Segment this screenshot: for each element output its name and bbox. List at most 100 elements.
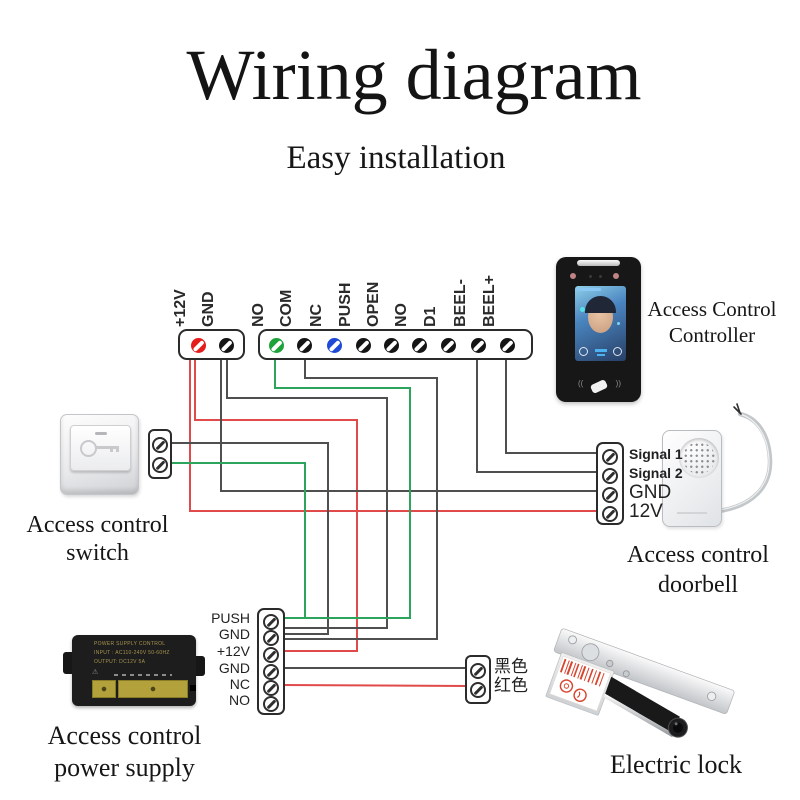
doorbell-wire xyxy=(716,411,773,514)
doorbell-screw-signal2 xyxy=(602,468,618,484)
switch-label: Access control switch xyxy=(26,512,169,566)
psu-text-line1: POWER SUPPLY CONTROL xyxy=(94,641,166,647)
psu-label-push: PUSH xyxy=(211,610,250,626)
terminal-strip-power xyxy=(178,329,245,360)
psu-screw-gnd2 xyxy=(263,664,279,680)
psu-text-line3: OUTPUT: DC12V 5A xyxy=(94,659,146,665)
doorbell-screw-gnd xyxy=(602,487,618,503)
wire-com-to-psu-gnd xyxy=(281,352,438,640)
label-gnd: GND xyxy=(200,291,217,327)
controller-led-right xyxy=(613,273,619,279)
screw-terminal-d1 xyxy=(441,338,456,353)
wire-gnd-to-psu xyxy=(226,352,388,629)
controller-camera-dot1 xyxy=(589,275,592,278)
psu-label-no: NO xyxy=(229,692,250,708)
psu-screw-12v xyxy=(263,647,279,663)
psu-screw-push xyxy=(263,614,279,630)
screw-terminal-beel-minus xyxy=(471,338,486,353)
label-push: PUSH xyxy=(337,282,354,327)
screw-terminal-no1 xyxy=(269,338,284,353)
screw-terminal-push xyxy=(356,338,371,353)
psu-dip-marks xyxy=(114,674,172,676)
exit-switch-button xyxy=(70,425,131,471)
wire-psu-nc-to-lock-red xyxy=(280,684,468,687)
label-beel-plus: BEEL+ xyxy=(481,274,498,327)
screw-terminal-no2 xyxy=(412,338,427,353)
wire-switch-to-psu-gnd xyxy=(168,442,329,635)
psu-screw-no xyxy=(263,696,279,712)
psu-screw-nc xyxy=(263,680,279,696)
psu-flange-right xyxy=(196,656,205,676)
label-plus12v: +12V xyxy=(172,289,189,327)
psu-flange-left xyxy=(63,652,72,674)
doorbell-label-signal1: Signal 1 xyxy=(629,446,683,462)
controller-camera-dot2 xyxy=(599,275,602,278)
wire-12v-to-doorbell xyxy=(189,352,598,512)
electric-lock-image xyxy=(545,628,735,738)
psu-screw-gnd1 xyxy=(263,630,279,646)
psu-label-gnd1: GND xyxy=(218,626,250,642)
wire-beelplus-to-signal1 xyxy=(505,352,598,454)
controller-screen xyxy=(575,286,626,361)
doorbell-label-gnd: GND xyxy=(629,482,672,503)
screw-terminal-nc xyxy=(327,338,342,353)
doorbell-device xyxy=(662,430,722,527)
wire-gnd-to-doorbell xyxy=(220,352,598,492)
doorbell-speaker-grille xyxy=(679,438,719,478)
controller-led-left xyxy=(570,273,576,279)
doorbell-label-signal2: Signal 2 xyxy=(629,465,683,481)
lock-screw-red xyxy=(470,682,486,698)
controller-card-sensor xyxy=(589,379,609,394)
psu-terminal-strip-small xyxy=(92,680,116,698)
label-beel-minus: BEEL- xyxy=(452,279,469,327)
controller-speaker xyxy=(577,260,620,266)
switch-terminal-block xyxy=(148,429,172,479)
page-subtitle: Easy installation xyxy=(286,140,506,176)
psu-label: Access control power supply xyxy=(47,721,202,782)
label-nc: NC xyxy=(308,303,325,327)
controller-wave-right: )) xyxy=(615,379,621,388)
label-com: COM xyxy=(278,289,295,327)
psu-warning-icon: ⚠ xyxy=(92,669,99,676)
label-open: OPEN xyxy=(365,281,382,327)
doorbell-label: Access control doorbell xyxy=(627,542,769,598)
doorbell-brand-line xyxy=(677,512,707,514)
controller-wave-left: (( xyxy=(578,379,584,388)
screw-terminal-com xyxy=(297,338,312,353)
lock-terminal-block xyxy=(465,655,491,704)
access-controller-device: (( )) xyxy=(556,257,641,402)
psu-label-12v: +12V xyxy=(216,643,250,659)
psu-terminal-strip-large xyxy=(118,680,188,698)
wire-beelminus-to-signal2 xyxy=(476,352,598,473)
psu-terminal-block xyxy=(257,608,285,715)
screw-terminal-beel-plus xyxy=(500,338,515,353)
controller-screen-face xyxy=(580,296,616,333)
controller-label: Access Control Controller xyxy=(647,297,777,347)
label-no1: NO xyxy=(250,303,267,327)
power-supply-device: POWER SUPPLY CONTROL INPUT : AC110-240V … xyxy=(63,635,205,706)
label-no2: NO xyxy=(393,303,410,327)
lock-label-black-wire: 黑色 xyxy=(494,657,528,676)
screw-terminal-gnd xyxy=(219,338,234,353)
doorbell-screw-signal1 xyxy=(602,449,618,465)
lock-label: Electric lock xyxy=(609,750,743,779)
key-icon xyxy=(80,440,97,457)
switch-indicator xyxy=(95,432,107,435)
doorbell-label-12v: 12V xyxy=(629,501,663,522)
doorbell-wire-tip xyxy=(733,403,742,415)
psu-label-nc: NC xyxy=(229,676,250,692)
screw-terminal-open xyxy=(384,338,399,353)
terminal-strip-signals xyxy=(258,329,533,360)
wire-switch-to-psu-push xyxy=(168,462,306,619)
controller-screen-icon-right xyxy=(613,347,622,356)
key-icon-shaft xyxy=(96,446,119,451)
wire-no-to-psu-push xyxy=(274,352,411,619)
lock-label-red-wire: 红色 xyxy=(494,676,528,695)
psu-label-gnd2: GND xyxy=(218,660,250,676)
controller-screen-icon-left xyxy=(579,347,588,356)
doorbell-screw-12v xyxy=(602,506,618,522)
switch-screw-1 xyxy=(152,437,168,453)
page-title: Wiring diagram xyxy=(186,35,642,115)
